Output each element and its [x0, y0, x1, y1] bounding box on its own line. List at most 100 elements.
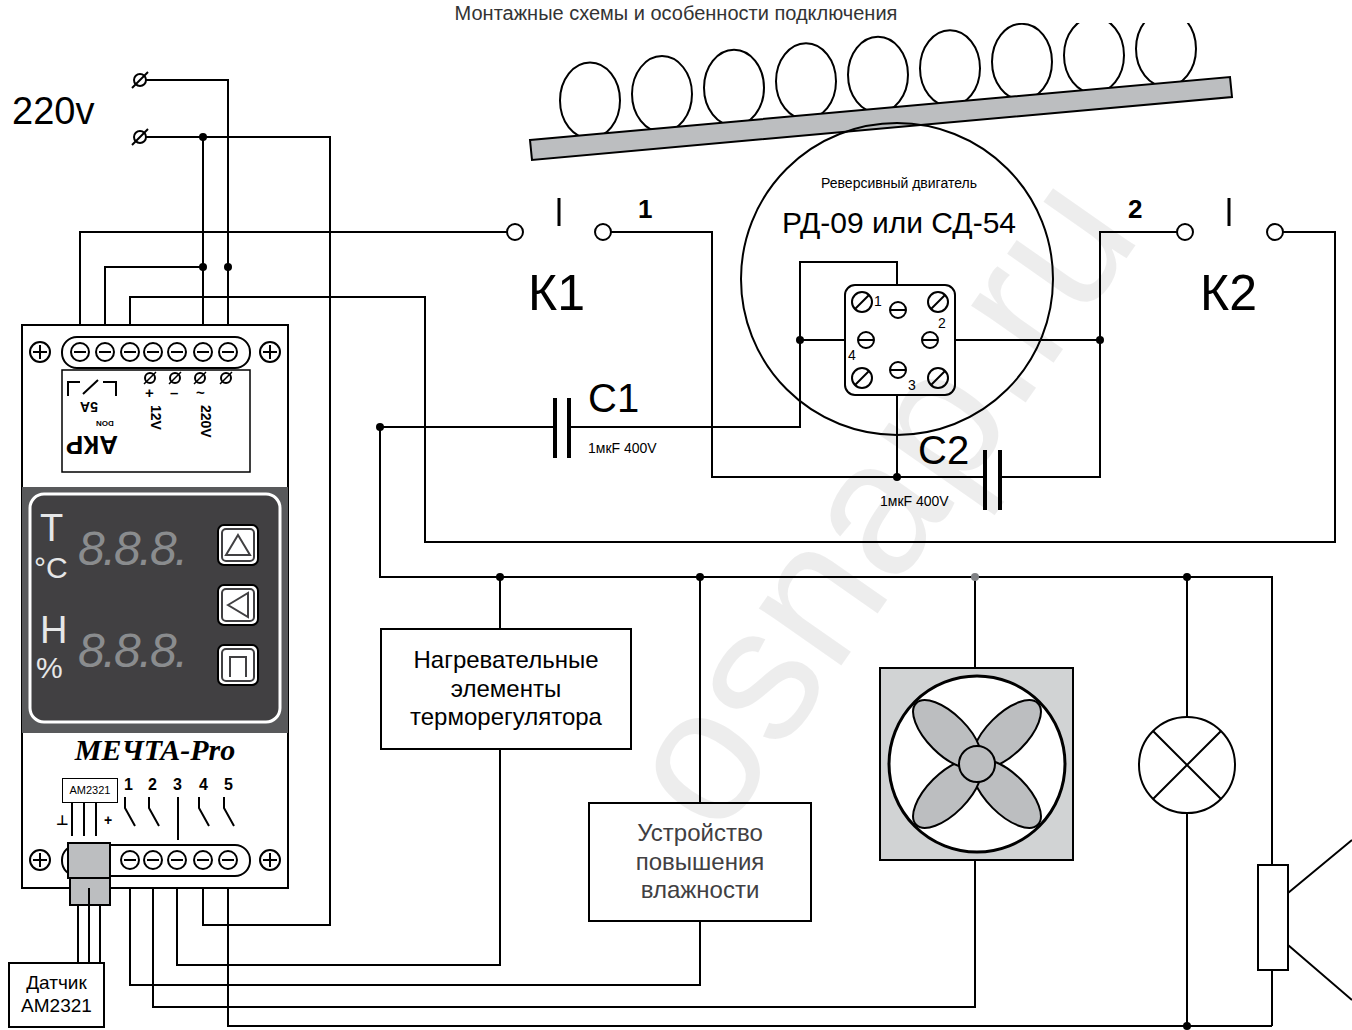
- junction-dot: [971, 573, 979, 581]
- terminal: [1177, 224, 1193, 240]
- node-text: T: [40, 509, 63, 547]
- wire: [146, 80, 228, 340]
- controller-drawing: [144, 372, 232, 384]
- controller-drawing: [125, 797, 234, 840]
- wire: [571, 340, 845, 427]
- page-title: Монтажные схемы и особенности подключени…: [0, 3, 1352, 23]
- label: 5A: [80, 400, 98, 414]
- wire: [380, 426, 553, 428]
- label: ~: [196, 385, 205, 400]
- label: ⊥: [56, 813, 69, 827]
- label: 4: [199, 777, 208, 793]
- junction-dot: [199, 133, 1191, 1030]
- controller-drawing: [22, 325, 288, 905]
- wire: [202, 137, 204, 340]
- wire: [499, 577, 501, 628]
- push-button-bar: [558, 198, 561, 226]
- label: К1: [528, 268, 585, 318]
- node-text: 8.8.8.: [78, 627, 186, 675]
- label: 1мкF 400V: [588, 441, 657, 455]
- egg: [560, 63, 620, 139]
- lamp-symbol: [1139, 717, 1235, 813]
- watermark: osnap.ru: [587, 143, 1167, 858]
- terminal: [132, 129, 148, 145]
- controller-drawing: [33, 853, 277, 867]
- junction-dot: [199, 263, 207, 271]
- controller-drawing: [226, 535, 250, 555]
- node-text: Устройство повышения влажности: [596, 819, 804, 905]
- node-text: 8.8.8.: [78, 525, 186, 573]
- controller-drawing: [218, 525, 258, 685]
- controller-drawing: [124, 859, 234, 861]
- junction-dot: [1183, 1022, 1191, 1030]
- controller-drawing: [222, 529, 254, 681]
- label: +: [145, 385, 154, 400]
- wire: [80, 232, 507, 340]
- label: 4: [848, 348, 856, 362]
- terminal: [507, 224, 523, 240]
- motor-terminal-block: [852, 292, 872, 312]
- label: 12V: [149, 405, 163, 430]
- buzzer-symbol: [1258, 865, 1288, 970]
- label: C1: [588, 378, 639, 418]
- controller-drawing: [22, 325, 288, 888]
- controller-drawing: [228, 593, 248, 617]
- label: 1: [874, 294, 882, 308]
- egg: [776, 43, 836, 119]
- label: 2: [1128, 196, 1142, 222]
- controller-drawing: [222, 649, 254, 681]
- capacitor-plate: [567, 398, 571, 458]
- label: 1: [124, 777, 133, 793]
- buzzer-symbol: [1288, 840, 1352, 1000]
- junction-dot: [1183, 573, 1191, 581]
- node-text: Датчик AM2321: [16, 972, 97, 1018]
- egg: [920, 30, 980, 106]
- lamp-symbol: [1153, 731, 1221, 799]
- controller-drawing: [72, 803, 96, 836]
- egg: [848, 37, 908, 113]
- label: +: [104, 813, 112, 827]
- fan-symbol: [959, 746, 995, 782]
- fan-symbol: [880, 668, 1073, 860]
- sensor-box: Датчик AM2321: [8, 962, 105, 1028]
- junction-dot: [796, 336, 804, 344]
- lamp-symbol: [1139, 717, 1235, 813]
- wire-connector: [88, 888, 90, 962]
- label: DON: [96, 419, 114, 427]
- label: К2: [1200, 268, 1257, 318]
- controller-drawing: [30, 494, 280, 722]
- label: АКР: [66, 432, 118, 458]
- controller-drawing: [222, 589, 254, 621]
- controller-drawing: [62, 370, 250, 472]
- controller-drawing: [230, 657, 246, 677]
- egg: [704, 50, 764, 126]
- push-button-bar: [1228, 198, 1231, 226]
- egg: [992, 24, 1052, 100]
- controller-drawing: [218, 525, 258, 565]
- wire: [974, 577, 976, 668]
- controller-drawing: [33, 345, 277, 359]
- motor-terminal-block: [855, 295, 869, 309]
- node-text: AM2321: [70, 784, 111, 797]
- heater-box: Нагревательные элементы терморегулятора: [380, 628, 632, 750]
- controller-drawing: [218, 585, 258, 625]
- label: 220v: [12, 92, 94, 130]
- controller-drawing: [68, 380, 116, 396]
- fan-symbol: [880, 668, 1073, 860]
- wire: [1186, 813, 1188, 1026]
- controller-drawing: [218, 645, 258, 685]
- controller-drawing: [30, 850, 280, 870]
- controller-drawing: [30, 342, 280, 362]
- junction-dot: [496, 573, 504, 581]
- sensor-chip: AM2321: [62, 778, 118, 803]
- fan-symbol: [889, 676, 1065, 852]
- terminal: [595, 224, 611, 240]
- wire: [77, 905, 79, 962]
- node-text: H: [40, 611, 67, 649]
- controller-drawing: [62, 337, 250, 368]
- label: 5: [224, 777, 233, 793]
- label: 2: [148, 777, 157, 793]
- capacitor-plate: [553, 398, 557, 458]
